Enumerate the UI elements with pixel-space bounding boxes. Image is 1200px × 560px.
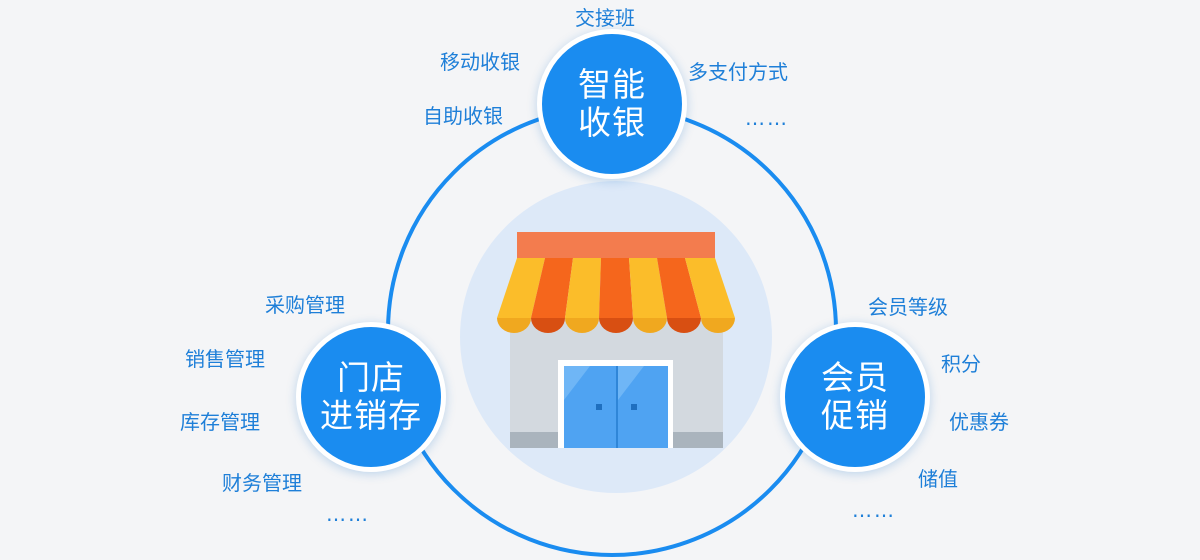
feature-self-checkout: 自助收银 xyxy=(423,104,503,128)
feature-member-level: 会员等级 xyxy=(868,295,948,319)
feature-multi-payment: 多支付方式 xyxy=(688,60,788,84)
feature-shift-handover: 交接班 xyxy=(575,6,635,30)
feature-store-more: …… xyxy=(326,502,370,526)
feature-coupons: 优惠券 xyxy=(949,410,1009,434)
feature-purchase-management: 采购管理 xyxy=(265,293,345,317)
hub-store-inventory-line1: 门店 xyxy=(337,358,405,397)
shop-icon xyxy=(497,232,735,448)
feature-sales-management: 销售管理 xyxy=(185,347,265,371)
feature-points: 积分 xyxy=(941,352,981,376)
hub-store-inventory[interactable]: 门店 进销存 xyxy=(296,322,446,472)
hub-member-promotion[interactable]: 会员 促销 xyxy=(780,322,930,472)
feature-mobile-cashier: 移动收银 xyxy=(440,50,520,74)
hub-smart-cashier-line1: 智能 xyxy=(578,65,646,104)
hub-store-inventory-line2: 进销存 xyxy=(320,396,422,435)
hub-member-promotion-line2: 促销 xyxy=(821,396,889,435)
feature-cashier-more: …… xyxy=(745,106,789,130)
hub-smart-cashier[interactable]: 智能 收银 xyxy=(537,29,687,179)
feature-stored-value: 储值 xyxy=(918,467,958,491)
feature-finance-management: 财务管理 xyxy=(222,471,302,495)
hub-smart-cashier-line2: 收银 xyxy=(578,103,646,142)
hub-member-promotion-line1: 会员 xyxy=(821,358,889,397)
feature-member-more: …… xyxy=(852,498,896,522)
feature-inventory-management: 库存管理 xyxy=(180,410,260,434)
